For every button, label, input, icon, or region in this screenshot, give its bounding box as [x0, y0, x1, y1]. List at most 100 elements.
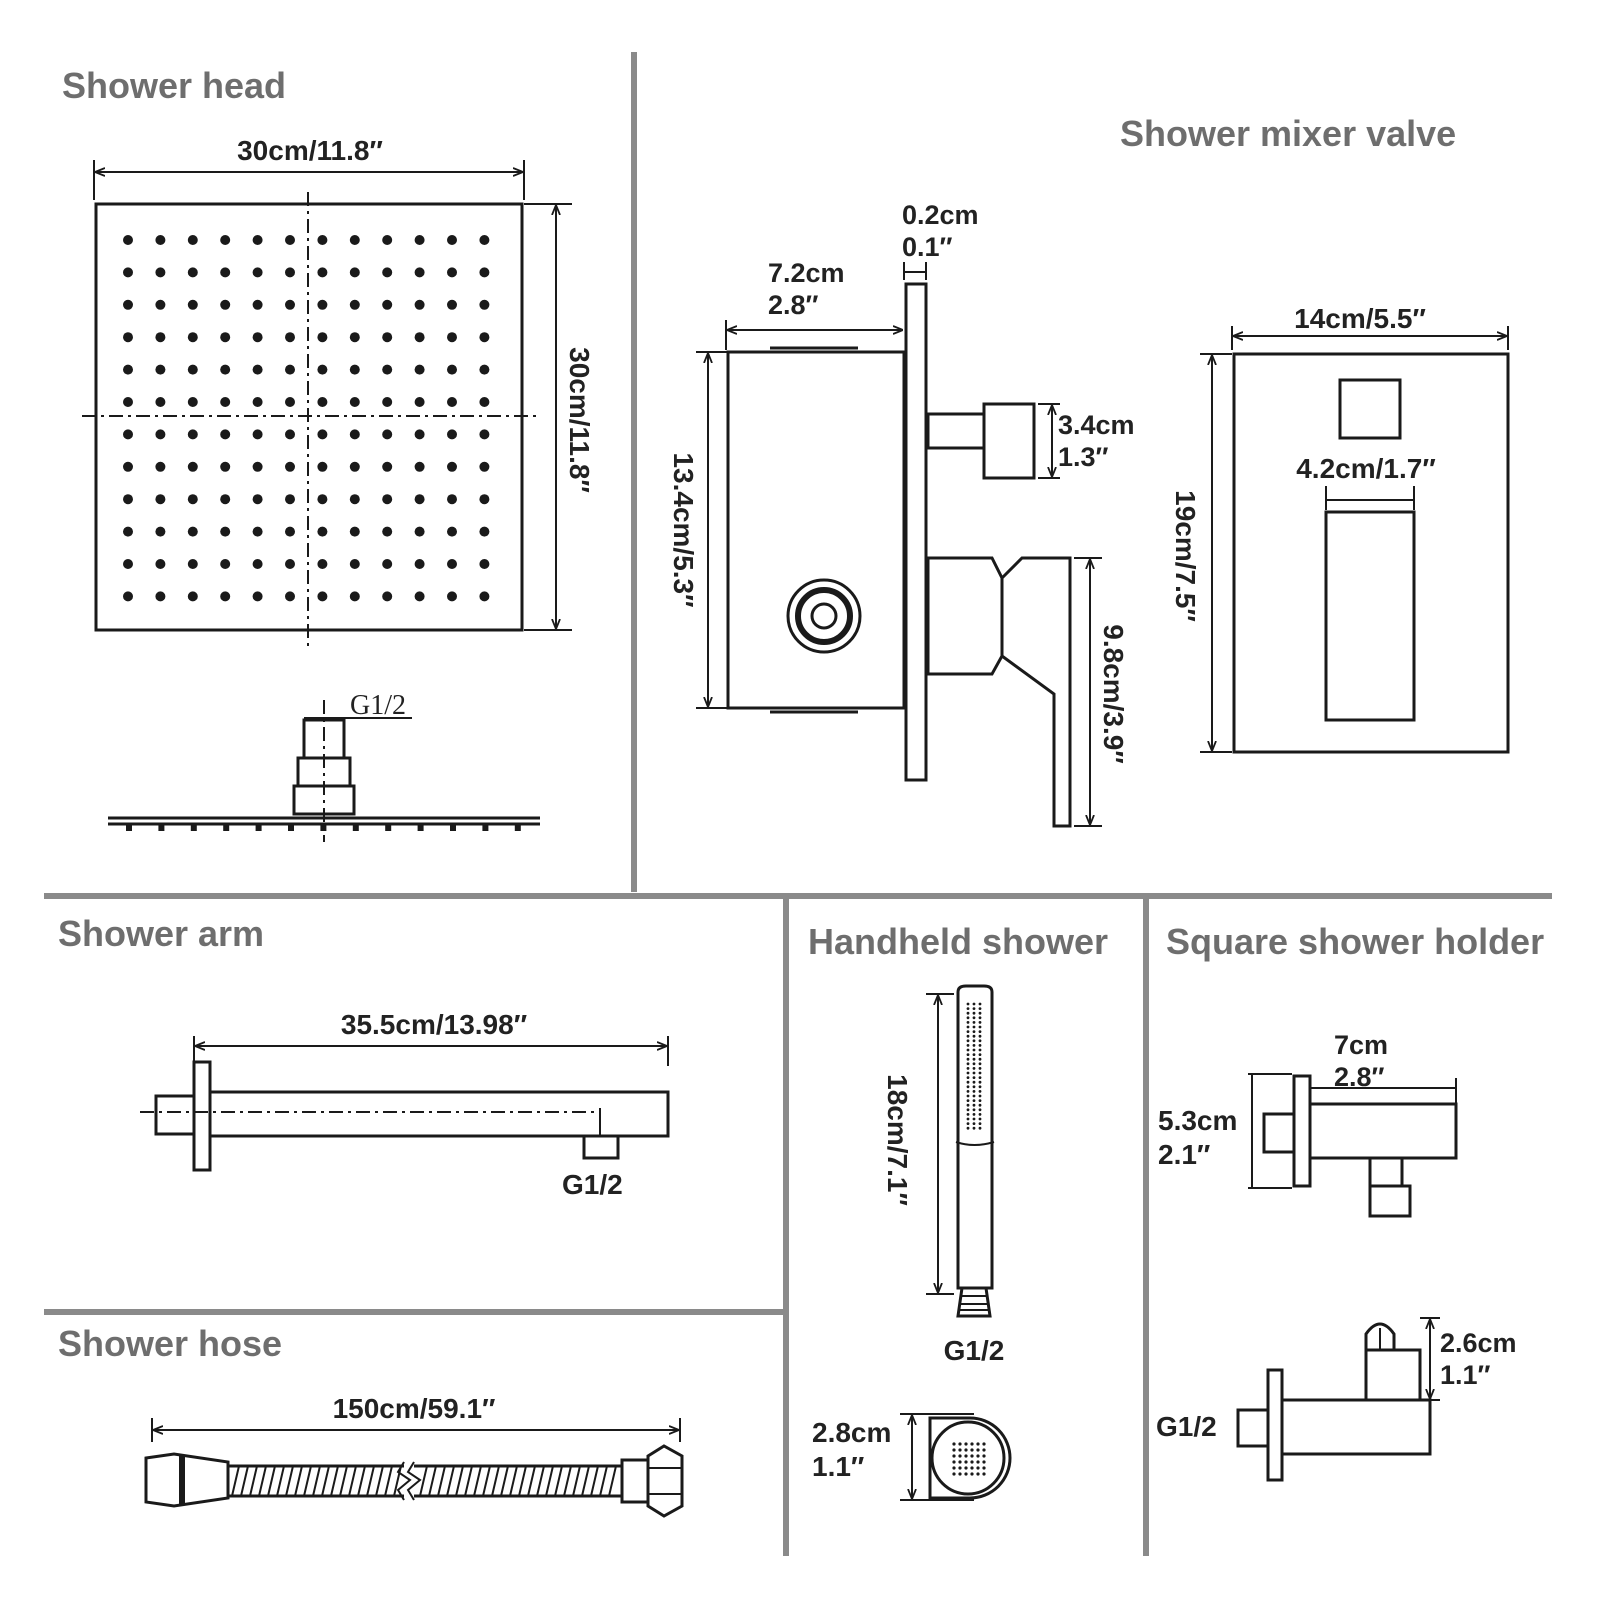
nozzle-dot [123, 591, 133, 602]
spray-dot [978, 1113, 982, 1116]
nozzle-dot [382, 299, 393, 310]
nozzle-dot [155, 429, 166, 440]
side-nozzle [158, 824, 165, 831]
nozzle-dot [317, 235, 328, 245]
nozzle-dot [123, 267, 133, 278]
spray-dot [972, 1053, 976, 1056]
nozzle-dot [317, 267, 328, 278]
face-spray-dot [982, 1454, 986, 1458]
mixer-valve-title: Shower mixer valve [1120, 113, 1456, 154]
holder-height-in: 2.1″ [1158, 1139, 1210, 1170]
shower-head-side-view: G1/2 [108, 690, 540, 842]
face-spray-dot [970, 1454, 974, 1458]
handheld-thread-label: G1/2 [944, 1335, 1005, 1366]
nozzle-dot [447, 526, 457, 537]
nozzle-dot [414, 461, 425, 472]
nozzle-dot [382, 397, 393, 407]
shower-hose-title: Shower hose [58, 1323, 282, 1364]
face-spray-dot [964, 1472, 968, 1476]
hose-coil [563, 1465, 572, 1497]
spray-dot [972, 1080, 976, 1084]
nozzle-dot [187, 429, 198, 440]
nozzle-dot [187, 591, 198, 602]
nozzle-dot [252, 364, 263, 375]
handle-width-label: 4.2cm/1.7″ [1296, 453, 1436, 484]
spray-dot [972, 1062, 976, 1066]
hose-coil [509, 1465, 518, 1497]
hose-coil [240, 1465, 249, 1497]
nozzle-dot [252, 526, 263, 537]
nozzle-dot [252, 461, 263, 472]
holder-hook-in: 1.1″ [1440, 1360, 1491, 1390]
nozzle-dot [479, 235, 490, 245]
side-nozzle [482, 824, 489, 831]
hose-coil [339, 1465, 348, 1497]
hose-coil [581, 1465, 590, 1497]
face-spray-dot [970, 1466, 974, 1470]
hose-coil [231, 1465, 240, 1497]
nozzle-dot [317, 397, 328, 407]
nozzle-dot [349, 332, 360, 343]
spray-dot [966, 1016, 970, 1020]
nozzle-dot [252, 267, 263, 278]
valve-front-plate [1232, 352, 1510, 754]
nozzle-dot [479, 299, 490, 310]
spray-dot [972, 1034, 976, 1038]
face-spray-dot [976, 1442, 980, 1446]
spray-dot [972, 1071, 976, 1075]
spray-dot [972, 1099, 976, 1102]
side-nozzle [450, 824, 456, 831]
spray-dot [978, 1126, 982, 1130]
nozzle-dot [382, 591, 393, 602]
nozzle-dot [285, 494, 295, 505]
nozzle-dot [382, 332, 393, 343]
nozzle-dot [414, 299, 425, 310]
face-spray-dot [970, 1442, 974, 1446]
side-nozzle [223, 824, 230, 831]
spray-dot [972, 1090, 976, 1093]
holder-depth-cm: 7cm [1334, 1030, 1388, 1060]
nozzle-dot [349, 267, 360, 278]
spray-dot [966, 1085, 970, 1089]
spray-dot [978, 1007, 982, 1010]
hose-coil [384, 1465, 393, 1497]
face-spray-dot [970, 1472, 974, 1476]
shower-arm-panel: Shower arm 35.5cm/13.98″ G1/2 [58, 913, 670, 1200]
spray-dot [966, 1122, 970, 1125]
hose-coil [464, 1465, 473, 1497]
nozzle-dot [382, 235, 393, 245]
spout-cm: 3.4cm [1058, 410, 1135, 440]
spray-dot [978, 1021, 982, 1024]
spray-dot [966, 1067, 970, 1070]
spray-dot [972, 1002, 976, 1006]
spray-dot [978, 1071, 982, 1075]
nozzle-dot [479, 397, 490, 407]
plate-width-label: 14cm/5.5″ [1294, 303, 1426, 334]
nozzle-dot [187, 332, 198, 343]
shower-head-thread-label: G1/2 [350, 690, 406, 721]
spray-dot [978, 1002, 982, 1006]
nozzle-dot [220, 299, 231, 310]
hose-coil [321, 1465, 330, 1497]
spray-dot [978, 1094, 982, 1098]
hose-coil [518, 1465, 527, 1497]
spray-dot [966, 1099, 970, 1102]
spray-dot [972, 1016, 976, 1020]
spray-dot [966, 1108, 970, 1112]
nozzle-dot [382, 429, 393, 440]
hose-coil [357, 1465, 366, 1497]
nozzle-dot [220, 526, 231, 537]
side-nozzle [288, 824, 294, 831]
face-spray-dot [958, 1466, 962, 1470]
nozzle-dot [382, 494, 393, 505]
valve-body [726, 350, 906, 710]
nozzle-dot [155, 494, 166, 505]
spray-dot [972, 1076, 976, 1079]
spray-dot [966, 1048, 970, 1052]
hose-coil [599, 1465, 608, 1497]
hose-coil [419, 1465, 428, 1497]
face-spray-dot [976, 1472, 980, 1476]
handheld-face-cm: 2.8cm [812, 1417, 891, 1448]
side-nozzle [385, 824, 392, 831]
face-spray-dot [952, 1448, 956, 1452]
